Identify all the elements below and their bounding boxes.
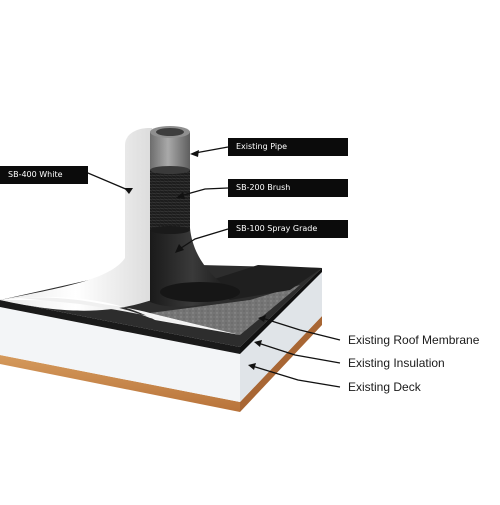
sb400-white-coating — [0, 128, 240, 335]
leader-lines — [57, 146, 341, 388]
leader-existing-pipe — [194, 146, 229, 154]
label-sb100-spray-grade: SB-100 Spray Grade — [228, 220, 348, 238]
leader-sb100 — [177, 228, 229, 251]
sb200-brush-coating — [150, 168, 190, 234]
label-existing-roof-membrane: Existing Roof Membrane — [348, 333, 480, 347]
label-existing-pipe: Existing Pipe — [228, 138, 348, 156]
existing-pipe — [150, 126, 190, 174]
label-existing-insulation: Existing Insulation — [348, 356, 445, 370]
sb100-spray-coating — [150, 228, 240, 307]
leader-sb200 — [179, 187, 229, 197]
label-sb400-white: SB-400 White — [0, 166, 88, 184]
label-sb200-brush: SB-200 Brush — [228, 179, 348, 197]
leader-arrowheads — [124, 150, 266, 370]
leader-roof-membrane — [261, 317, 341, 341]
deck-layer — [0, 316, 322, 412]
leader-deck — [251, 365, 341, 388]
label-existing-deck: Existing Deck — [348, 380, 421, 394]
leader-insulation — [257, 342, 341, 364]
